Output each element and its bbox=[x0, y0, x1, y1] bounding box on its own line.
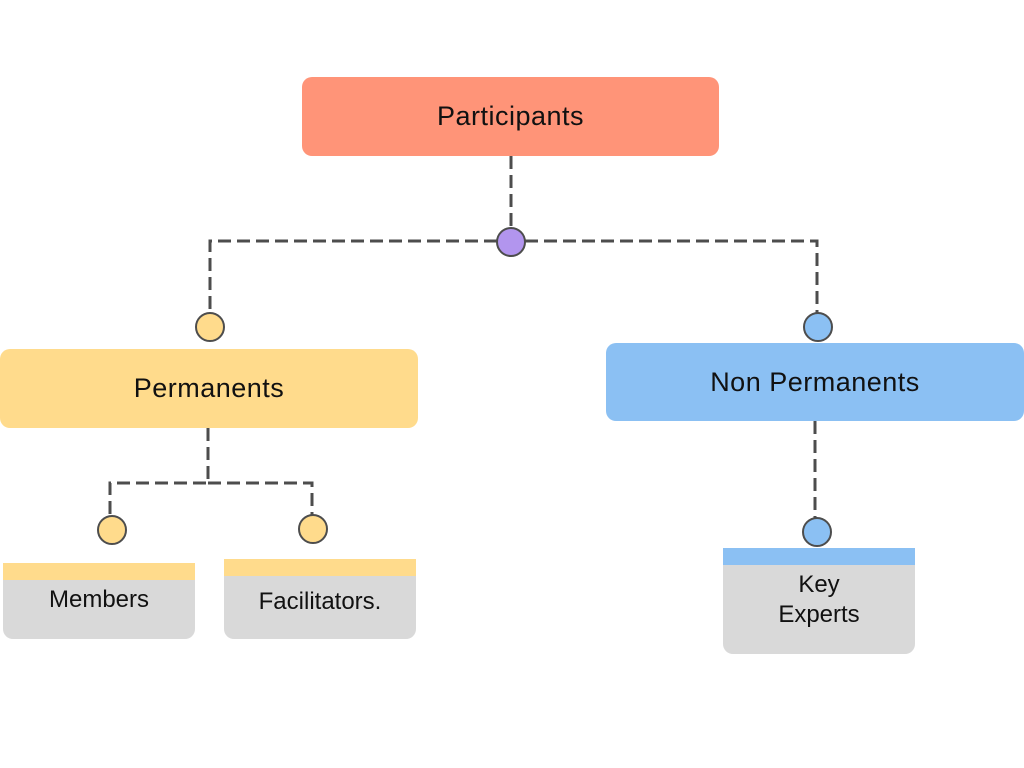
key-experts-node: Key Experts bbox=[723, 548, 915, 654]
nonpermanents-junction bbox=[803, 312, 833, 342]
permanents-node: Permanents bbox=[0, 349, 418, 428]
facilitators-node: Facilitators. bbox=[224, 559, 416, 639]
non-permanents-label: Non Permanents bbox=[710, 366, 920, 397]
permanents-junction bbox=[195, 312, 225, 342]
participants-label: Participants bbox=[436, 101, 585, 131]
key-experts-label: Key Experts bbox=[778, 571, 860, 628]
key-experts-color-bar bbox=[723, 548, 915, 565]
permanents-label: Permanents bbox=[133, 373, 285, 403]
members-label: Members bbox=[48, 586, 150, 613]
non-permanents-node: Non Permanents bbox=[606, 343, 1024, 421]
members-junction bbox=[97, 515, 127, 545]
connector-hub-to-permanents bbox=[208, 239, 497, 313]
connector-hub-to-nonpermanents bbox=[525, 239, 819, 313]
experts-junction bbox=[802, 517, 832, 547]
connector-permanents-to-members bbox=[108, 428, 210, 516]
facilitators-junction bbox=[298, 514, 328, 544]
hub-junction bbox=[496, 227, 526, 257]
participants-node: Participants bbox=[302, 77, 719, 156]
connector-permanents-to-facilitators bbox=[208, 481, 314, 515]
members-node: Members bbox=[3, 563, 195, 639]
facilitators-color-bar bbox=[224, 559, 416, 576]
facilitators-label: Facilitators. bbox=[258, 588, 382, 615]
members-color-bar bbox=[3, 563, 195, 580]
